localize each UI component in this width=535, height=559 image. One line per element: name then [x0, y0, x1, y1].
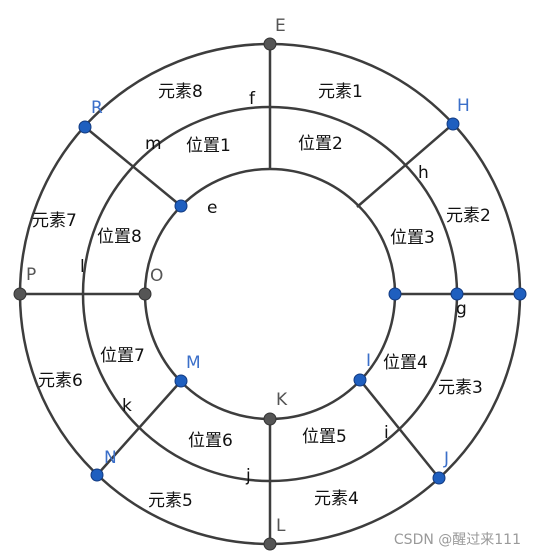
- position-label-1: 位置1: [186, 136, 231, 156]
- point-label-k: k: [122, 396, 132, 416]
- point-label-H: H: [457, 96, 470, 116]
- position-label-2: 位置2: [298, 134, 343, 154]
- element-label-8: 元素8: [158, 82, 203, 102]
- point-label-m: m: [145, 134, 162, 154]
- position-label-6: 位置6: [188, 431, 233, 451]
- element-label-1: 元素1: [318, 82, 363, 102]
- point-K: [263, 412, 277, 426]
- point-label-P: P: [26, 265, 36, 285]
- point-P: [13, 287, 27, 301]
- point-H: [446, 117, 460, 131]
- point-L: [263, 537, 277, 551]
- point-label-E: E: [275, 16, 286, 36]
- element-label-4: 元素4: [314, 489, 359, 509]
- point-label-e: e: [207, 198, 217, 218]
- position-label-3: 位置3: [390, 228, 435, 248]
- point-label-i: i: [384, 423, 389, 443]
- watermark: CSDN @醒过来111: [393, 532, 521, 548]
- point-label-I: I: [366, 351, 371, 371]
- element-label-2: 元素2: [446, 206, 491, 226]
- point-label-N: N: [104, 448, 117, 468]
- element-label-5: 元素5: [148, 491, 193, 511]
- point-label-M: M: [186, 353, 201, 373]
- point-g: [450, 287, 464, 301]
- point-O: [138, 287, 152, 301]
- segment-m-n: [96, 380, 182, 476]
- point-N: [90, 468, 104, 482]
- point-label-g: g: [456, 299, 467, 319]
- point-label-R: R: [91, 98, 103, 118]
- point-M: [174, 374, 188, 388]
- position-label-8: 位置8: [97, 227, 142, 247]
- element-label-7: 元素7: [32, 211, 77, 231]
- point-label-f: f: [249, 89, 256, 109]
- point-label-l: l: [80, 257, 85, 277]
- point-I: [353, 373, 367, 387]
- point-R: [78, 120, 92, 134]
- point-E: [263, 37, 277, 51]
- point-inner-right: [388, 287, 402, 301]
- point-label-J: J: [443, 449, 449, 469]
- point-e: [174, 199, 188, 213]
- segment-i-j: [359, 379, 440, 479]
- point-label-K: K: [276, 390, 288, 410]
- element-label-6: 元素6: [38, 371, 83, 391]
- position-label-5: 位置5: [302, 427, 347, 447]
- point-label-j: j: [245, 466, 251, 486]
- point-outer-right: [513, 287, 527, 301]
- point-label-h: h: [418, 163, 429, 183]
- segment-r-e: [84, 126, 182, 207]
- point-label-O: O: [150, 266, 163, 286]
- point-J: [432, 471, 446, 485]
- segment-h: [356, 123, 454, 208]
- point-label-L: L: [276, 516, 286, 536]
- position-label-7: 位置7: [100, 346, 145, 366]
- position-label-4: 位置4: [383, 353, 428, 373]
- element-label-3: 元素3: [438, 378, 483, 398]
